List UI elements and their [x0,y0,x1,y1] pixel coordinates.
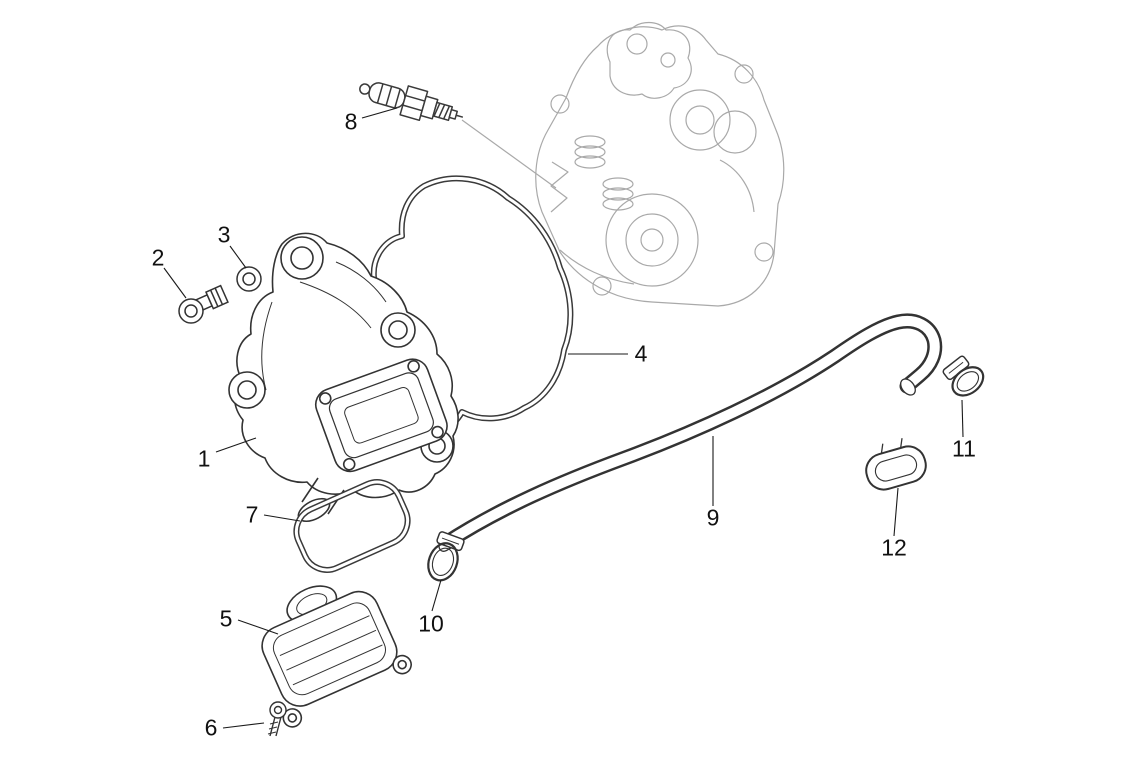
cylinder-head-cover [228,232,459,523]
part-callout-4: 4 [634,340,648,367]
part-callout-8: 8 [344,108,358,135]
washer [236,266,262,292]
breather-hose [438,321,935,552]
part-callout-1: 1 [197,445,211,472]
part-callout-5: 5 [219,605,233,632]
spring-clip [865,438,927,491]
part-callout-2: 2 [151,244,165,271]
part-callout-11: 11 [952,435,976,462]
hose-clamp-end [942,355,985,397]
cover-screw [178,284,229,324]
cylinder-head [461,21,785,307]
part-callout-3: 3 [217,221,231,248]
part-callout-6: 6 [204,714,218,741]
small-screw [267,701,287,737]
part-callout-7: 7 [245,501,259,528]
lower-cover-gasket [289,474,416,577]
part-callout-9: 9 [706,504,720,531]
leader-lines [163,107,964,729]
hose-clamp-front [427,531,465,582]
part-callout-10: 10 [418,610,444,637]
secondary-air-cover [261,585,412,728]
spark-plug [359,82,464,122]
part-callout-12: 12 [881,534,907,561]
